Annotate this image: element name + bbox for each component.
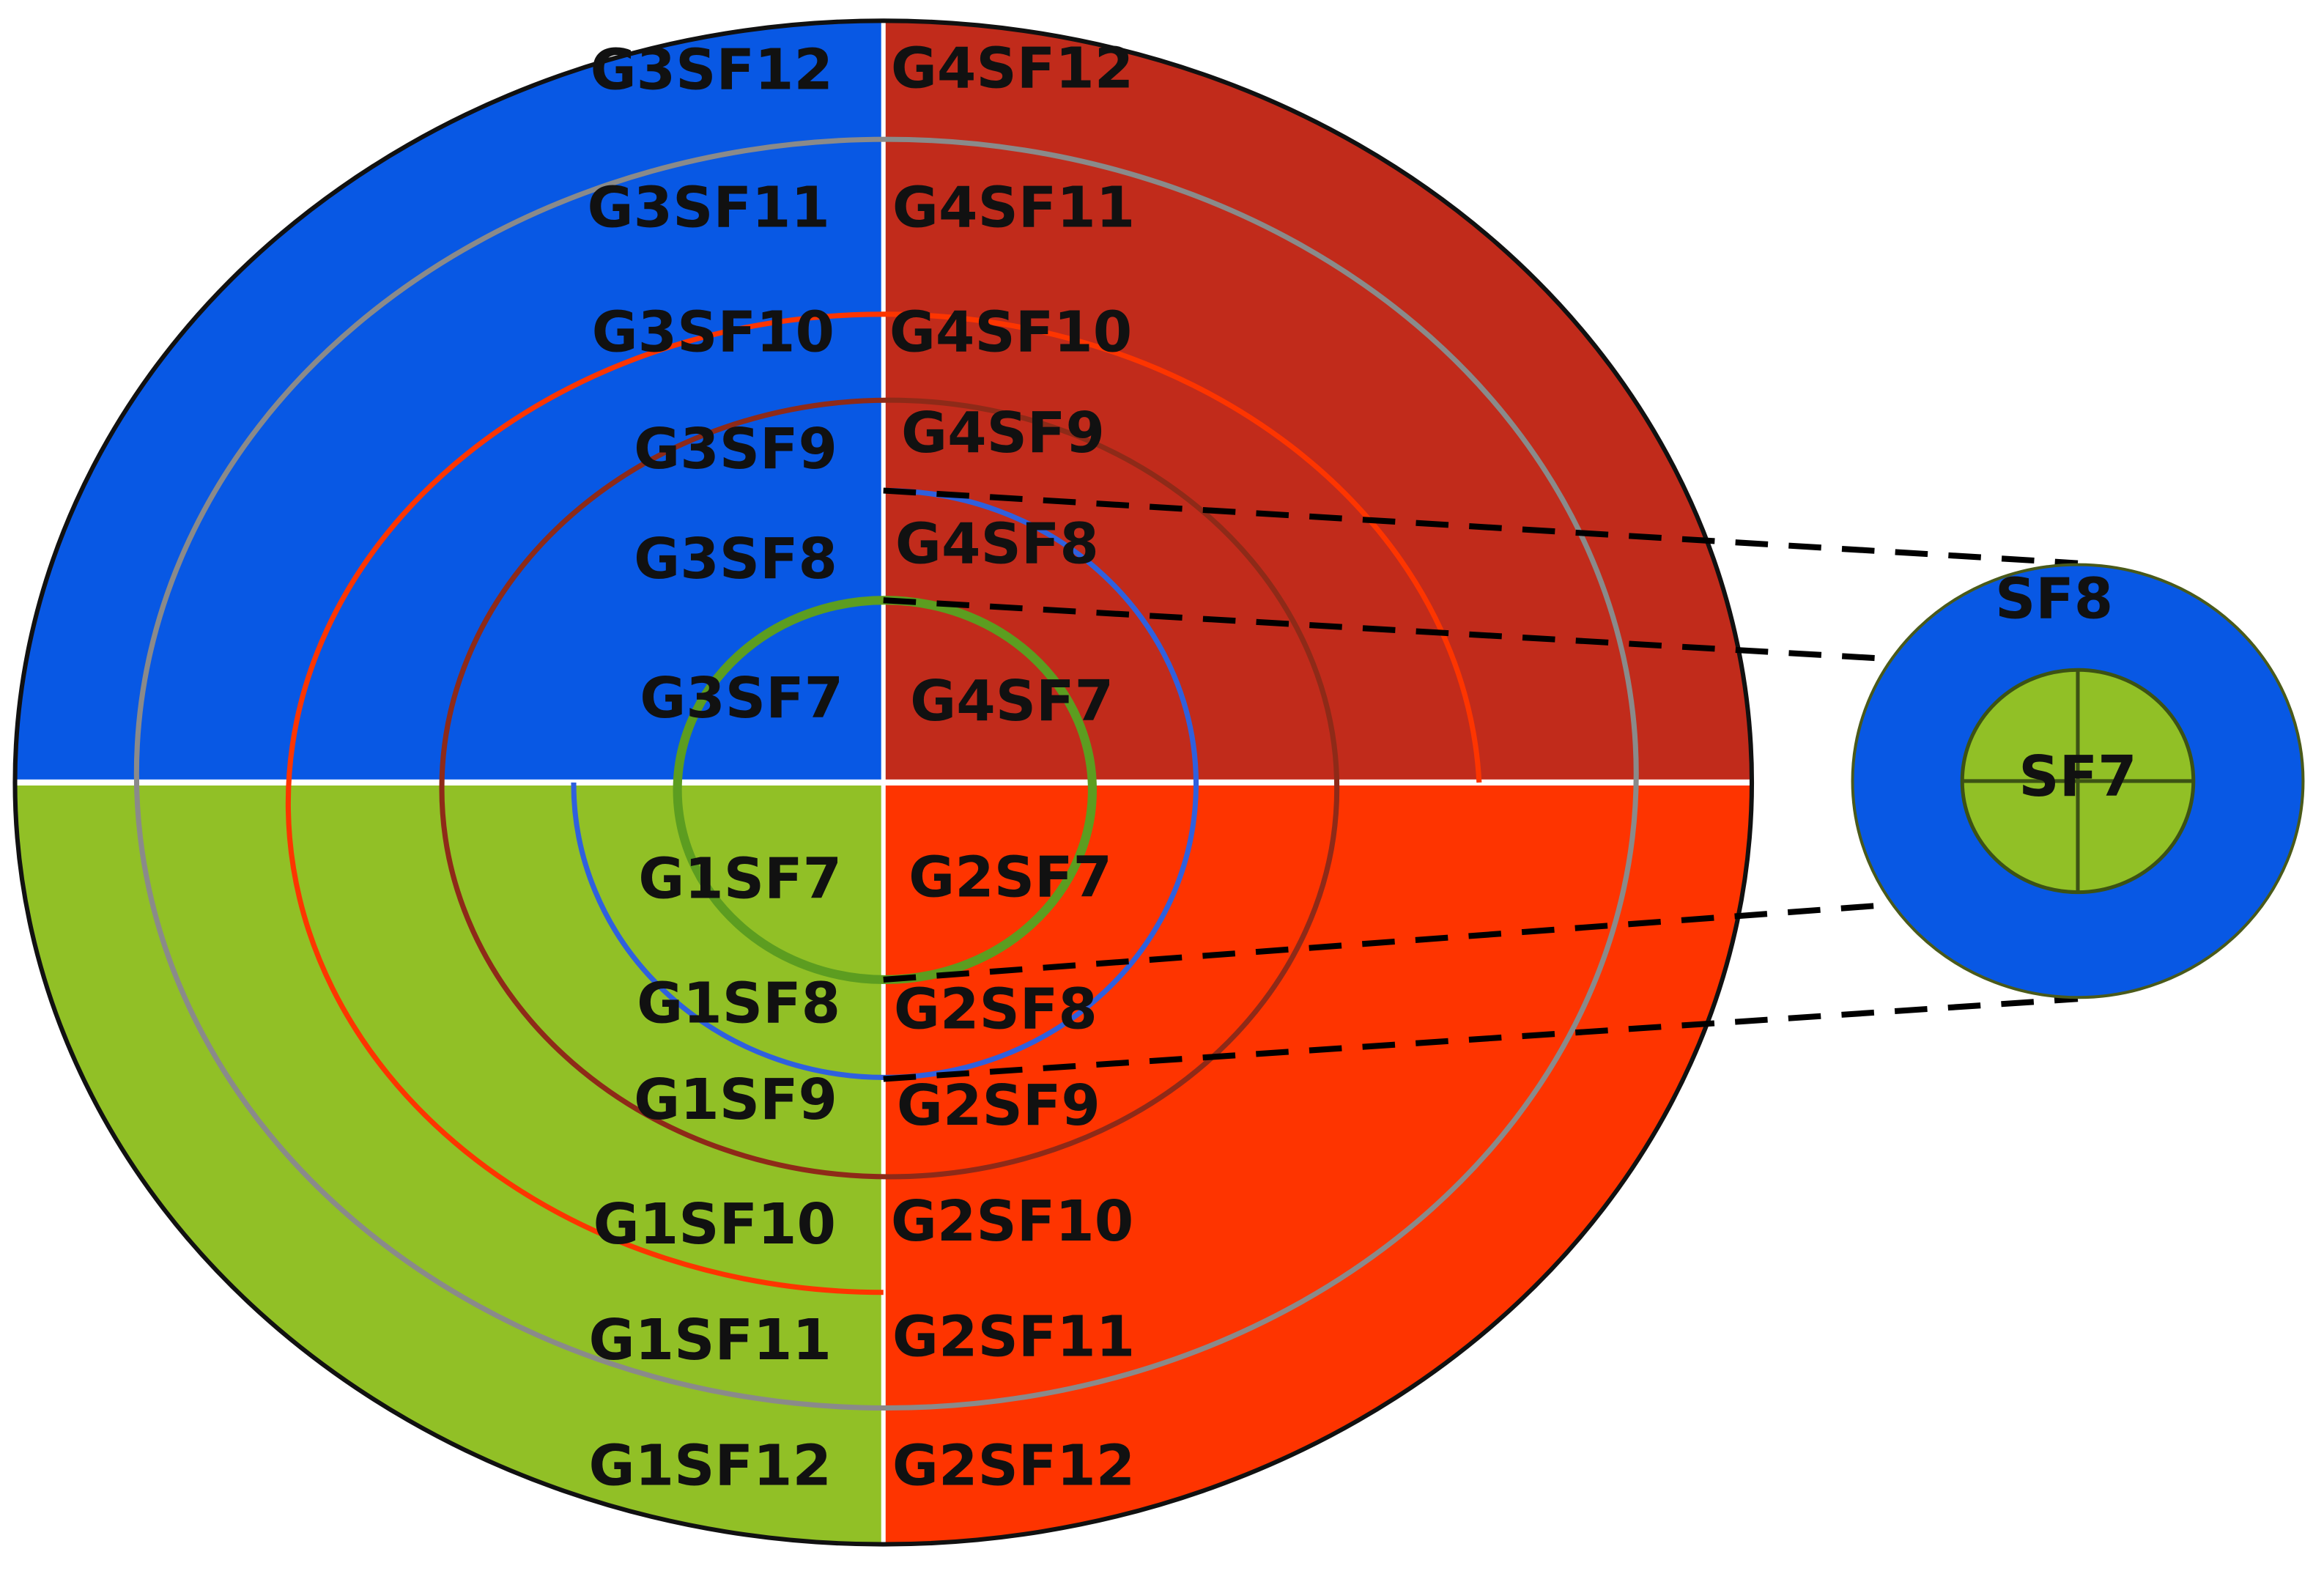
ring-sf8 <box>571 487 1199 1080</box>
connector-sf8-top <box>883 487 2079 566</box>
zoom-inset: SF8 SF7 <box>1851 563 2305 999</box>
label-g3sf7: G3SF7 <box>640 666 843 731</box>
label-g3sf8: G3SF8 <box>634 527 837 592</box>
label-g2sf7: G2SF7 <box>908 846 1112 911</box>
label-g3sf11: G3SF11 <box>588 175 830 240</box>
label-g4sf11: G4SF11 <box>892 175 1135 240</box>
label-g2sf11: G2SF11 <box>892 1305 1135 1370</box>
rings <box>133 136 1639 1411</box>
ring-sf9 <box>439 397 1340 1180</box>
label-g4sf9: G4SF9 <box>901 401 1105 466</box>
labels-g2: G2SF7 G2SF8 G2SF9 G2SF10 G2SF11 G2SF12 <box>891 846 1135 1499</box>
label-g1sf11: G1SF11 <box>589 1308 832 1373</box>
connector-sf8-bottom <box>883 996 2079 1082</box>
label-g2sf12: G2SF12 <box>892 1434 1135 1499</box>
quadrant-g2 <box>883 786 1753 1545</box>
label-g1sf7: G1SF7 <box>638 847 842 912</box>
label-g1sf10: G1SF10 <box>593 1192 836 1257</box>
zoom-connectors <box>883 487 2079 1082</box>
label-g1sf12: G1SF12 <box>589 1434 832 1499</box>
disc-outline <box>12 18 1755 1547</box>
label-g3sf10: G3SF10 <box>592 300 835 365</box>
quadrant-g4 <box>883 21 1753 780</box>
connector-sf7-top <box>883 597 2079 673</box>
main-disc <box>12 18 1755 1547</box>
label-g1sf8: G1SF8 <box>637 972 840 1037</box>
label-g4sf12: G4SF12 <box>891 36 1133 101</box>
labels-g4: G4SF12 G4SF11 G4SF10 G4SF9 G4SF8 G4SF7 <box>889 36 1135 734</box>
label-g2sf9: G2SF9 <box>897 1073 1100 1139</box>
zoom-label-sf7: SF7 <box>2018 744 2136 810</box>
label-g4sf10: G4SF10 <box>889 300 1132 365</box>
labels-g3: G3SF12 G3SF11 G3SF10 G3SF9 G3SF8 G3SF7 <box>588 37 844 731</box>
label-g2sf8: G2SF8 <box>894 977 1098 1043</box>
label-g4sf8: G4SF8 <box>895 512 1099 577</box>
quadrant-g3 <box>15 21 884 780</box>
connector-sf7-bottom <box>883 887 2079 983</box>
ring-sf11 <box>133 136 1639 1411</box>
label-g3sf9: G3SF9 <box>634 417 837 482</box>
quadrant-g1 <box>15 786 884 1545</box>
label-g3sf12: G3SF12 <box>591 37 833 103</box>
labels-g1: G1SF7 G1SF8 G1SF9 G1SF10 G1SF11 G1SF12 <box>589 847 843 1499</box>
label-g4sf7: G4SF7 <box>910 669 1114 734</box>
label-g1sf9: G1SF9 <box>634 1068 837 1133</box>
ring-sf10 <box>285 311 1482 1295</box>
zoom-label-sf8: SF8 <box>1995 566 2113 632</box>
label-g2sf10: G2SF10 <box>891 1189 1133 1254</box>
